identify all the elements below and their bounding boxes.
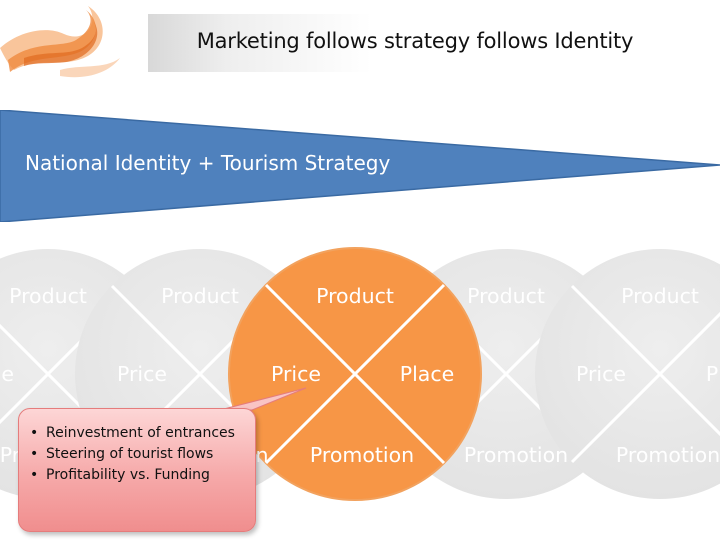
circle-3-price-label: Price [270, 362, 322, 386]
circle-3-promotion-label: Promotion [309, 443, 415, 467]
callout-list: Reinvestment of entrances Steering of to… [19, 409, 255, 486]
circle-5-price-label: Price [575, 362, 627, 386]
slide-title: Marketing follows strategy follows Ident… [196, 29, 634, 53]
circle-5-product-label: Product [621, 284, 699, 308]
circle-3-place-label: Place [399, 362, 455, 386]
circle-5-promotion-label: Promotion [615, 443, 720, 467]
circle-5 [535, 249, 720, 499]
circle-4-promotion-label: Promotion [463, 443, 569, 467]
callout-box: Reinvestment of entrances Steering of to… [18, 408, 256, 532]
flame-logo [0, 6, 120, 78]
circle-3-highlight [228, 247, 482, 501]
circle-3-product-label: Product [316, 284, 394, 308]
circle-1-place-label: ce [0, 362, 14, 386]
callout-item: Reinvestment of entrances [30, 423, 247, 444]
circle-2-price-label: Price [116, 362, 168, 386]
circle-1-product-label: Product [9, 284, 87, 308]
circle-4-product-label: Product [467, 284, 545, 308]
circle-1-promotion-label: Pr [0, 443, 21, 467]
callout-item: Profitability vs. Funding [30, 465, 247, 486]
circle-5-place-label: P [705, 362, 719, 386]
identity-strategy-banner [0, 110, 720, 222]
circle-2-promotion-label: n [255, 443, 269, 467]
circle-2-product-label: Product [161, 284, 239, 308]
callout-item: Steering of tourist flows [30, 444, 247, 465]
title-bar [148, 14, 708, 72]
banner-label: National Identity + Tourism Strategy [25, 151, 391, 175]
